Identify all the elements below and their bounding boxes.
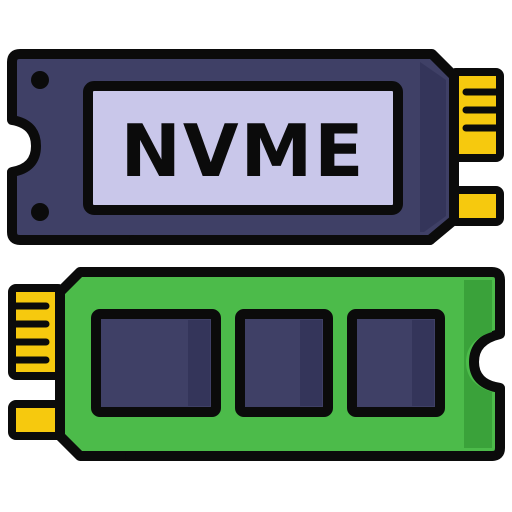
- top-card-connector: [448, 68, 504, 226]
- screw-hole-icon: [31, 203, 49, 221]
- top-card-label: NVME: [121, 109, 366, 193]
- memory-chip: [91, 309, 221, 417]
- bottom-ssd-card: [8, 267, 505, 461]
- memory-chip: [235, 309, 333, 417]
- bottom-card-connector: [8, 284, 66, 440]
- top-nvme-card: NVME: [7, 49, 504, 245]
- screw-hole-icon: [31, 71, 49, 89]
- top-card-label-plate: [83, 81, 403, 215]
- memory-chip: [347, 309, 445, 417]
